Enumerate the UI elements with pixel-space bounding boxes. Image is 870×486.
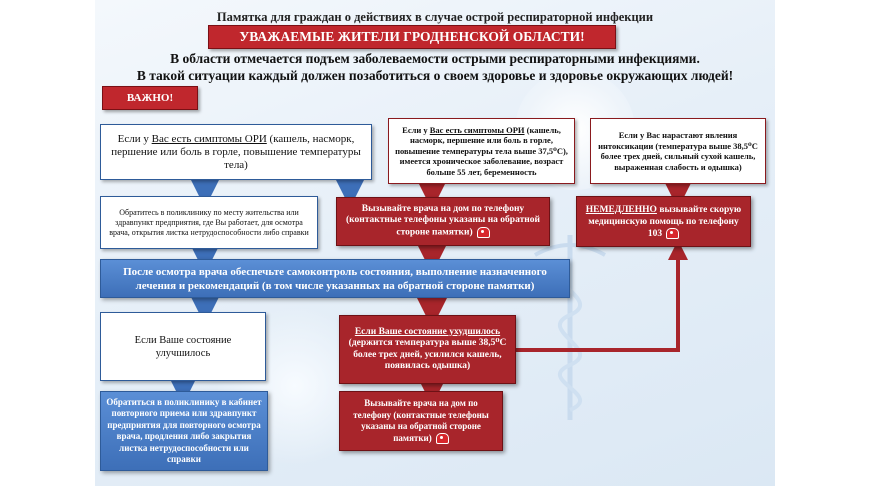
symptoms-basic-box: Если у Вас есть симптомы ОРИ (кашель, на… <box>100 124 372 180</box>
self-control-text: После осмотра врача обеспечьте самоконтр… <box>123 265 547 292</box>
worsened-box: Если Ваше состояние ухудшилось (держится… <box>339 315 516 384</box>
worsened-text: Если Ваше состояние ухудшилось (держится… <box>348 326 507 372</box>
phone-icon <box>476 226 490 238</box>
revisit-box: Обратиться в поликлинику в кабинет повто… <box>100 391 268 471</box>
phone-icon <box>666 227 680 239</box>
clinic-visit-text: Обратитесь в поликлинику по месту житель… <box>109 207 309 237</box>
improved-text: Если Ваше состояние улучшилось <box>134 334 232 359</box>
memo-title: Памятка для граждан о действиях в случае… <box>216 10 654 24</box>
residents-banner: УВАЖАЕМЫЕ ЖИТЕЛИ ГРОДНЕНСКОЙ ОБЛАСТИ! <box>208 25 616 49</box>
clinic-visit-box: Обратитесь в поликлинику по месту житель… <box>100 196 318 249</box>
self-control-box: После осмотра врача обеспечьте самоконтр… <box>100 259 570 298</box>
emergency-text: НЕМЕДЛЕННО вызывайте скорую медицинскую … <box>585 204 742 239</box>
symptoms-basic-text: Если у Вас есть симптомы ОРИ (кашель, на… <box>111 132 361 171</box>
symptoms-severe-text: Если у Вас нарастают явления интоксикаци… <box>598 130 758 172</box>
symptoms-risk-box: Если у Вас есть симптомы ОРИ (кашель, на… <box>388 118 575 184</box>
revisit-text: Обратиться в поликлинику в кабинет повто… <box>106 396 262 465</box>
emergency-box: НЕМЕДЛЕННО вызывайте скорую медицинскую … <box>576 196 751 247</box>
call-doctor-text: Вызывайте врача на дом по телефону (конт… <box>346 203 540 238</box>
caduceus-icon <box>534 235 606 420</box>
improved-box: Если Ваше состояние улучшилось <box>100 312 266 381</box>
worsened-highlight: Если Ваше состояние ухудшилось <box>354 326 501 337</box>
call-doctor-box: Вызывайте врача на дом по телефону (конт… <box>336 197 550 246</box>
phone-icon <box>435 432 449 444</box>
symptoms-highlight: Вас есть симптомы ОРИ <box>151 132 267 145</box>
intro-line: В области отмечается подъем заболеваемос… <box>170 51 700 66</box>
intro-text: В области отмечается подъем заболеваемос… <box>0 50 870 84</box>
emergency-highlight: НЕМЕДЛЕННО <box>585 204 657 215</box>
symptoms-severe-box: Если у Вас нарастают явления интоксикаци… <box>590 118 766 184</box>
call-doctor-2-text: Вызывайте врача на дом по телефону (конт… <box>353 398 489 444</box>
important-label: ВАЖНО! <box>102 86 198 110</box>
symptoms-risk-text: Если у Вас есть симптомы ОРИ (кашель, на… <box>395 124 568 177</box>
call-doctor-2-box: Вызывайте врача на дом по телефону (конт… <box>339 391 503 451</box>
intro-line: В такой ситуации каждый должен позаботит… <box>136 68 734 83</box>
symptoms-highlight: Вас есть симптомы ОРИ <box>429 124 525 135</box>
